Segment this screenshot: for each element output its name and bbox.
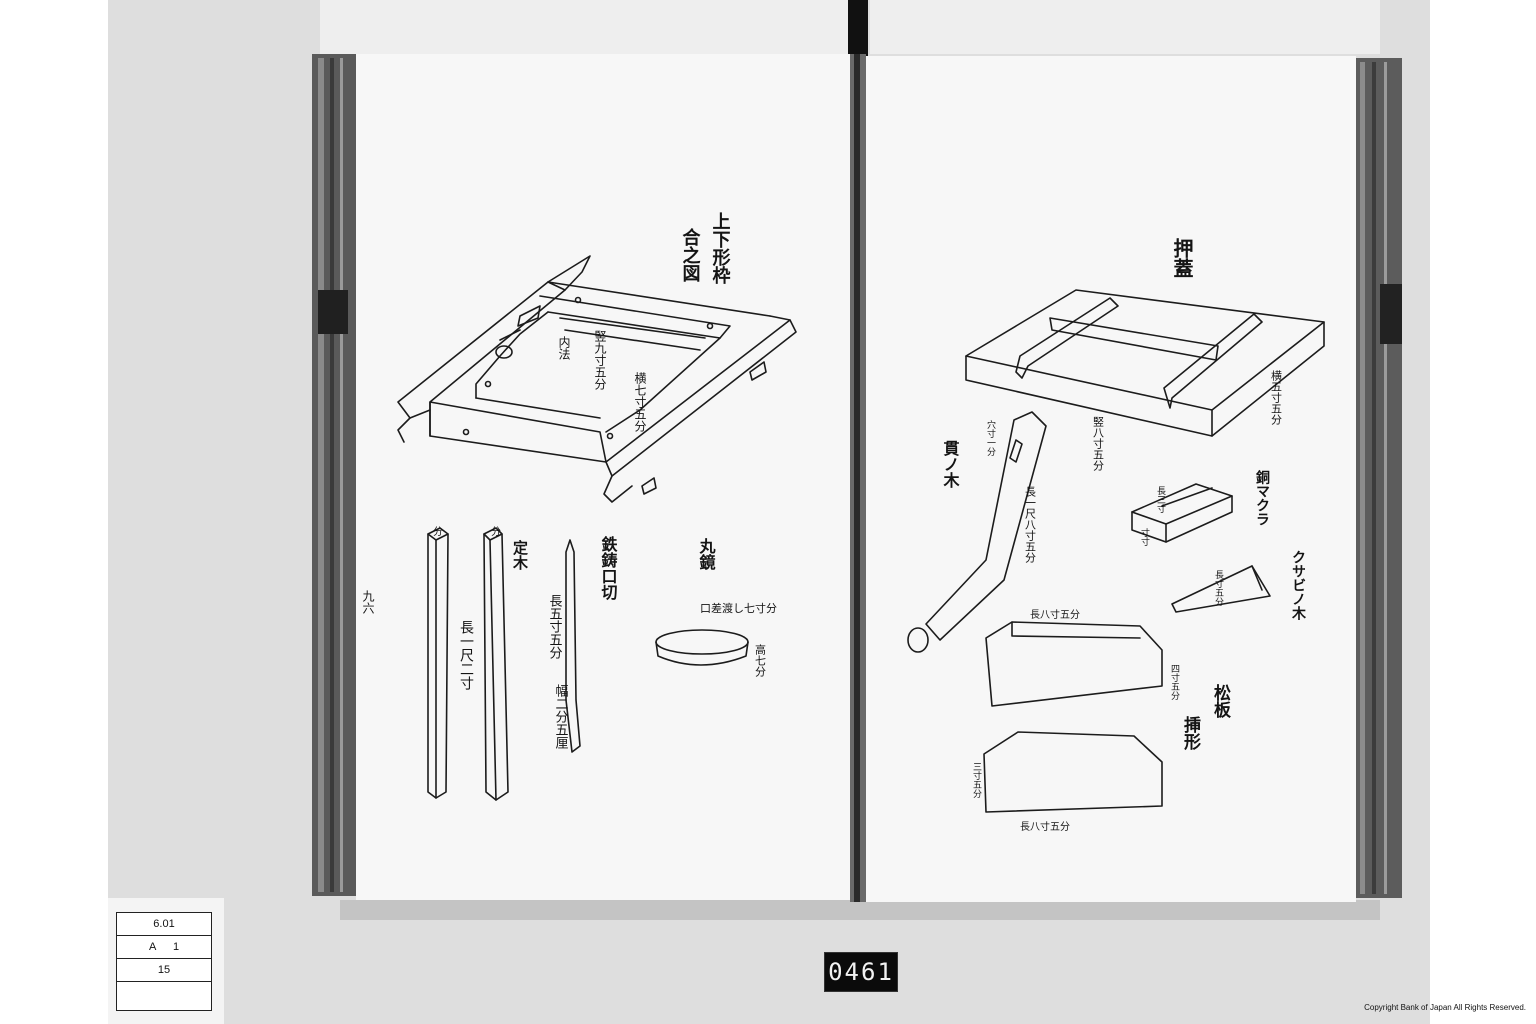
tetsu-length: 長五寸五分 bbox=[547, 594, 563, 660]
dou-dim-b: 寸寸 bbox=[1139, 527, 1150, 546]
center-ribbon bbox=[848, 0, 868, 60]
marukagami-height: 高七分 bbox=[754, 643, 767, 677]
frame-number: 0461 bbox=[824, 952, 898, 992]
dou-dim-a: 長三寸 bbox=[1155, 486, 1166, 513]
nuki-drawing bbox=[907, 411, 1047, 653]
frame-title-line2: 合之図 bbox=[680, 227, 701, 283]
frame-dim-width: 竪九寸五分 bbox=[593, 330, 607, 391]
oshibuta-drawing bbox=[965, 289, 1325, 437]
matsu-left: 三寸五分 bbox=[971, 762, 982, 799]
right-binding-thread bbox=[1380, 284, 1402, 344]
jogi-tick-b: 分 bbox=[489, 526, 501, 537]
matsu-bottom: 長八寸五分 bbox=[1020, 820, 1070, 833]
archive-label-row2-b: 1 bbox=[172, 941, 180, 953]
matsu-label: 松板 bbox=[1210, 683, 1231, 719]
jogi-label: 定木 bbox=[511, 539, 529, 571]
matsu-drawing bbox=[983, 621, 1163, 813]
frame-title-line1: 上下形枠 bbox=[710, 212, 731, 285]
frame-dim-inner: 内法 bbox=[557, 336, 571, 360]
archive-label-row4 bbox=[116, 981, 212, 1011]
archive-label-row1: 6.01 bbox=[116, 912, 212, 936]
kusabi-drawing bbox=[1171, 565, 1271, 613]
bottom-shadow bbox=[340, 900, 1380, 920]
marukagami-diameter: 口差渡し七寸分 bbox=[700, 601, 777, 615]
nuki-top: 穴寸一分 bbox=[985, 419, 996, 457]
tetsu-width: 幅二分五厘 bbox=[553, 684, 569, 750]
jogi-tick-a: 分 bbox=[431, 526, 443, 537]
oshibuta-width: 横五寸五分 bbox=[1270, 369, 1283, 425]
page-number: 九六 bbox=[361, 590, 375, 614]
top-edge-left bbox=[320, 0, 850, 54]
left-binding-thread bbox=[318, 290, 348, 334]
dou-drawing bbox=[1131, 483, 1233, 543]
oshibuta-label: 押蓋 bbox=[1170, 237, 1194, 278]
archive-label-row2-a: A bbox=[148, 941, 157, 953]
tetsu-label: 鉄鋳口切 bbox=[599, 535, 618, 600]
top-edge-right bbox=[870, 0, 1380, 54]
matsu-sub: 挿形 bbox=[1180, 715, 1201, 751]
matsu-side: 四寸五分 bbox=[1169, 664, 1180, 701]
marukagami-drawing bbox=[655, 629, 749, 666]
right-page bbox=[866, 56, 1356, 902]
archive-label-row3: 15 bbox=[116, 958, 212, 982]
left-page bbox=[356, 54, 850, 900]
frame-drawing bbox=[397, 255, 797, 503]
jogi-length: 長一尺二寸 bbox=[458, 620, 474, 690]
jogi-drawing bbox=[427, 527, 509, 801]
copyright-notice: Copyright Bank of Japan All Rights Reser… bbox=[1364, 1003, 1526, 1012]
kusabi-length: 長寸五分 bbox=[1213, 570, 1224, 607]
dou-label: 銅マクラ bbox=[1254, 469, 1270, 526]
nuki-label: 貫ノ木 bbox=[941, 439, 961, 489]
oshibuta-length: 竪八寸五分 bbox=[1092, 416, 1105, 471]
frame-dim-side: 横七寸五分 bbox=[633, 372, 647, 433]
matsu-top: 長八寸五分 bbox=[1030, 608, 1080, 621]
kusabi-label: クサビノ木 bbox=[1290, 550, 1307, 621]
tetsu-drawing bbox=[565, 539, 581, 753]
nuki-length: 長一尺八寸五分 bbox=[1024, 486, 1037, 563]
marukagami-label: 丸鏡 bbox=[697, 537, 717, 571]
